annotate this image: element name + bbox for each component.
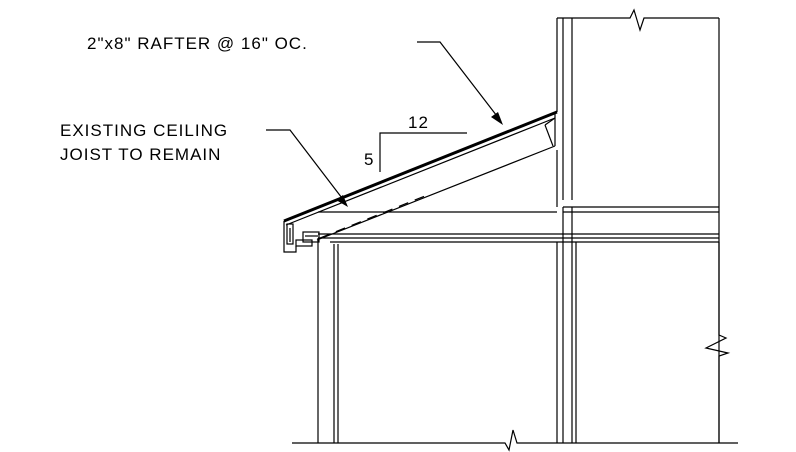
roof-rafter [283,110,558,241]
existing-ceiling-joist [319,193,431,239]
rafter-label: 2"x8" RAFTER @ 16" OC. [87,34,308,53]
floor-plate [318,206,720,243]
lower-walls [317,238,720,443]
break-line-top [557,8,719,32]
break-line-bottom [292,429,738,452]
ceiling-arrowhead [336,195,348,207]
slope-run-label: 12 [408,113,429,132]
ceiling-joist-callout: EXISTING CEILING JOIST TO REMAIN [60,121,348,207]
rafter-arrowhead [491,112,503,125]
ceiling-label-line1: EXISTING CEILING [60,121,228,140]
slope-indicator: 12 5 [364,113,467,172]
break-line-right [704,242,731,443]
slope-rise-label: 5 [364,150,374,169]
rafter-callout: 2"x8" RAFTER @ 16" OC. [87,34,503,125]
eave-fascia [283,221,320,253]
upper-wall [556,18,720,207]
ceiling-label-line2: JOIST TO REMAIN [60,145,221,164]
